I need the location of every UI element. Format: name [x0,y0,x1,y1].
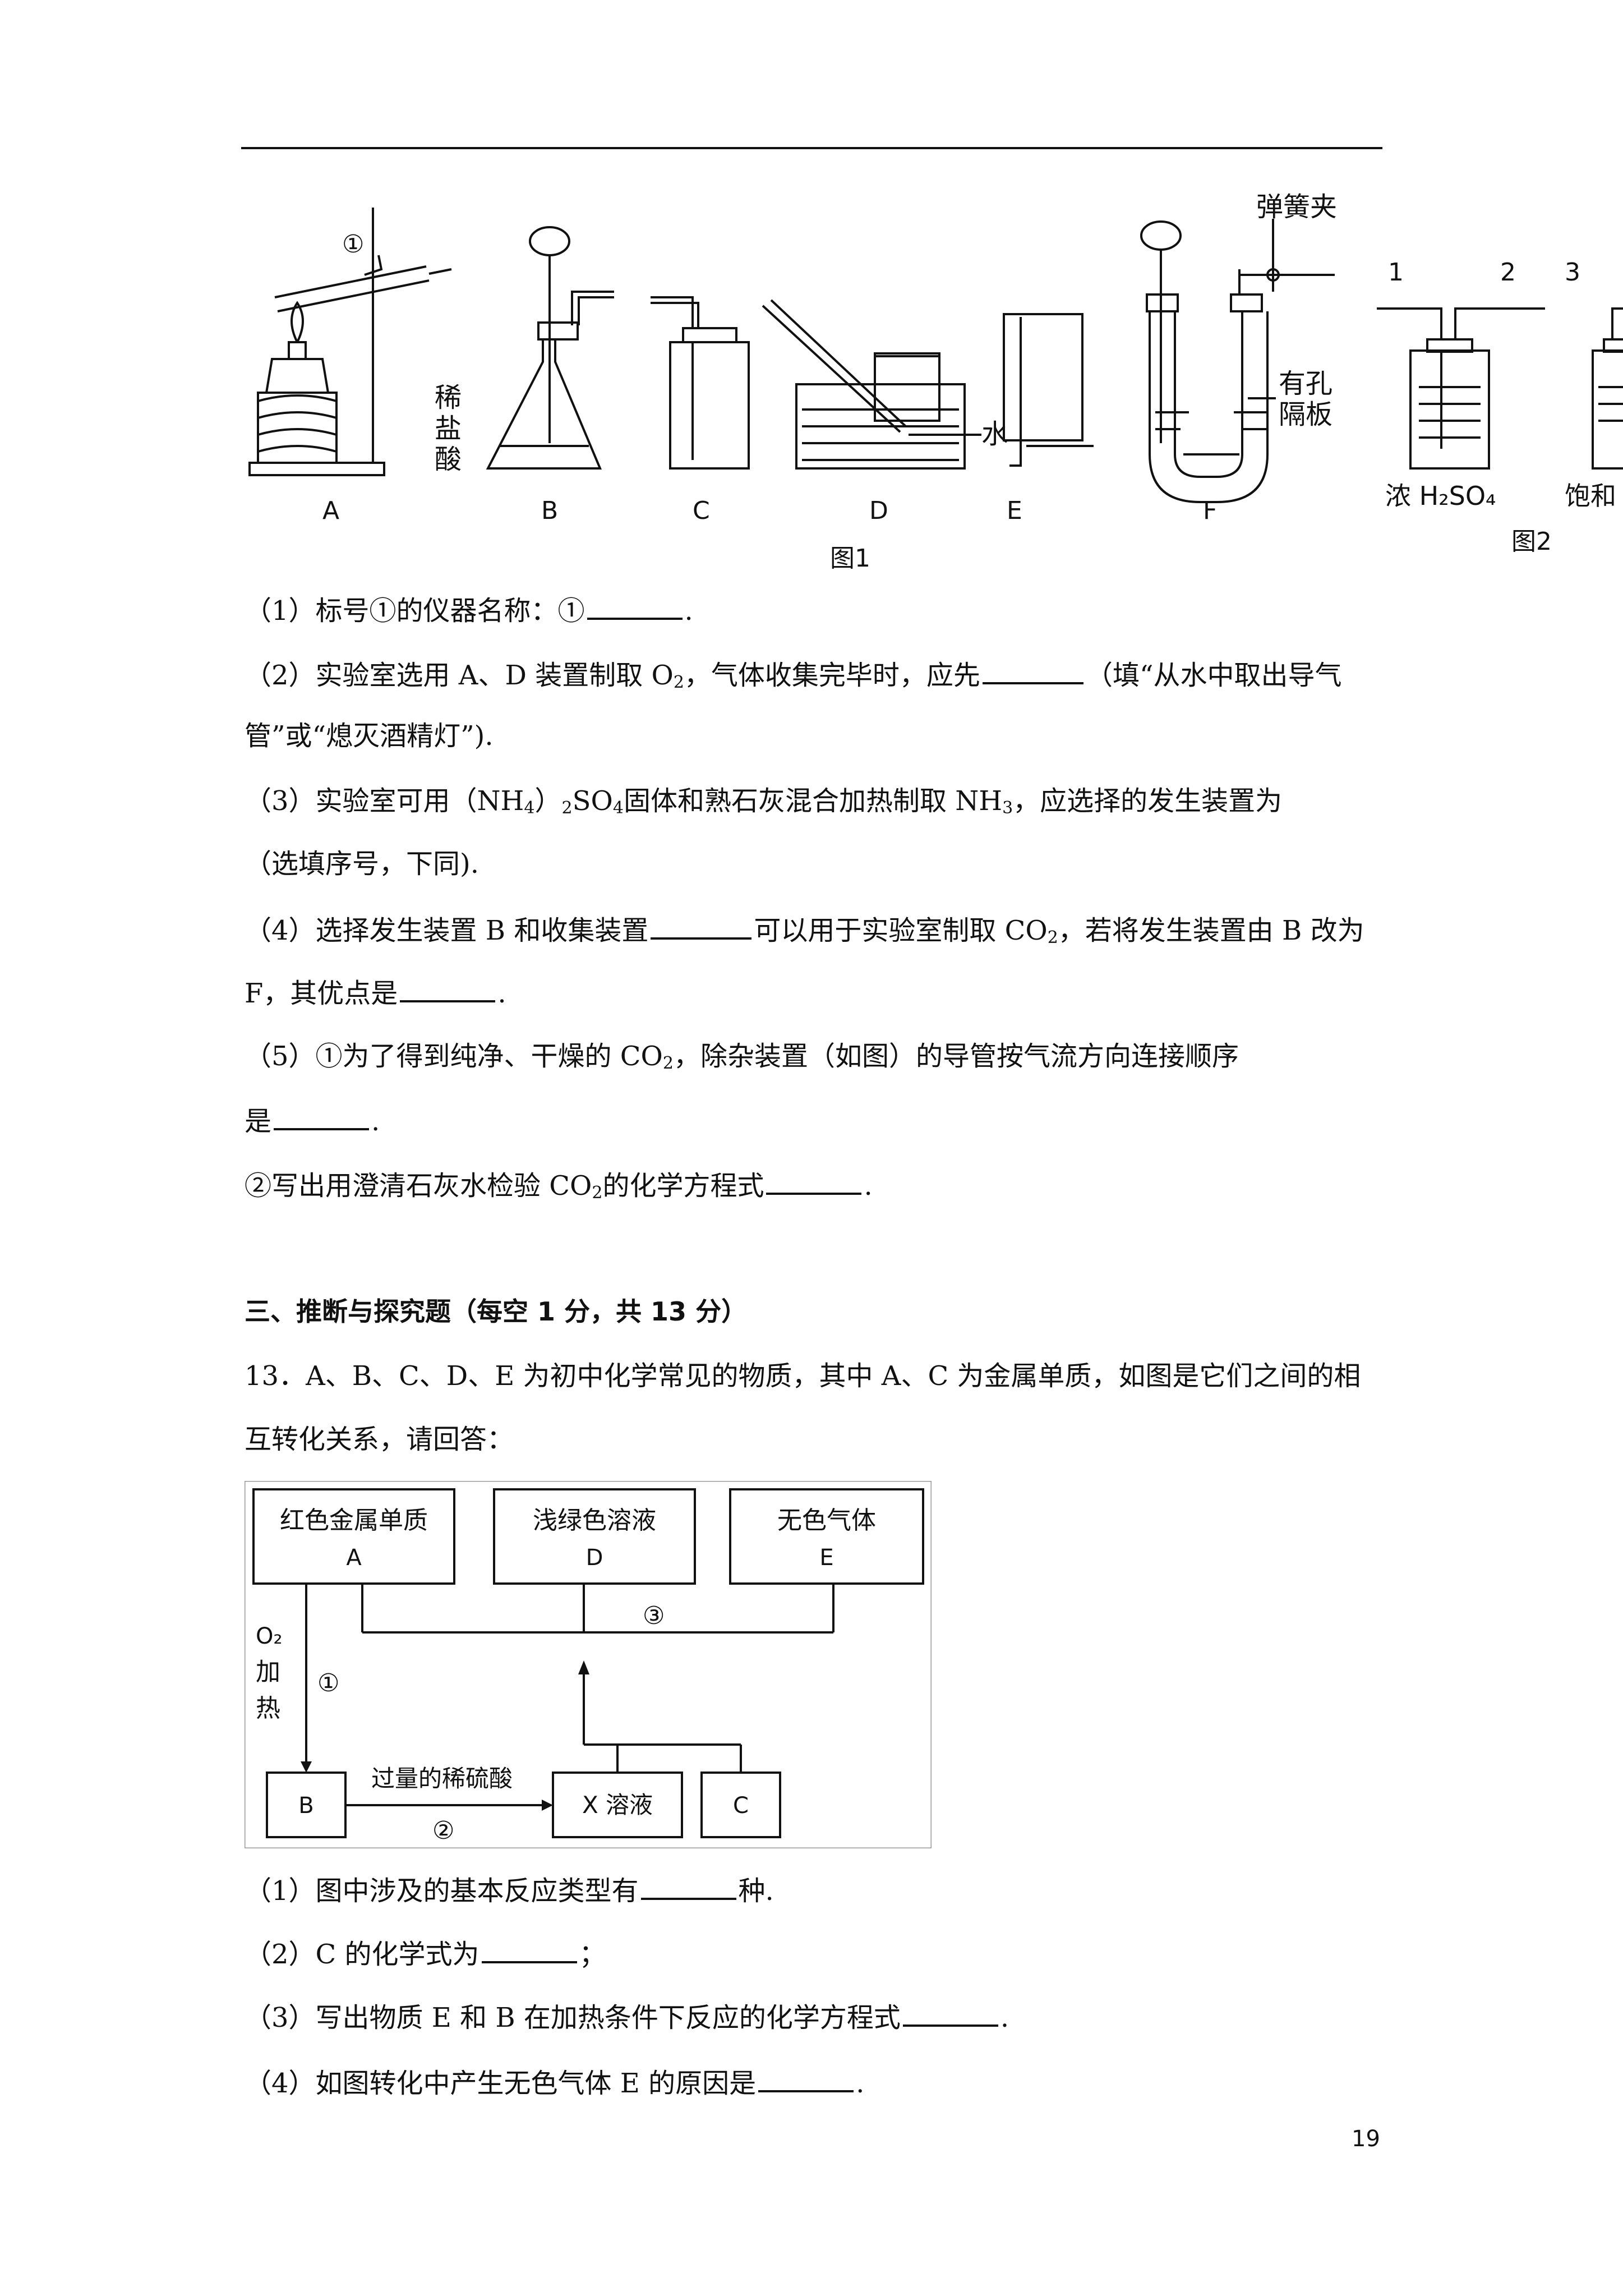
box-d-line2: D [586,1545,603,1571]
q12-part1: （1）标号①的仪器名称：①. [245,592,1383,628]
page-number: 19 [1352,2126,1380,2152]
answer-blank[interactable] [481,1935,577,1963]
answer-blank[interactable] [982,656,1083,684]
step-2: ② [432,1816,454,1845]
cond-o2: O₂ [256,1623,283,1649]
q12-part2-line1: （2）实验室选用 A、D 装置制取 O2，气体收集完毕时，应先（填“从水中取出导… [245,656,1383,700]
q13-part2: （2）C 的化学式为； [245,1935,1383,1971]
q12-part4-line2: F，其优点是. [245,974,1383,1010]
apparatus-e [1003,313,1094,467]
q13-line2: 互转化关系，请回答： [245,1424,514,1455]
acid-label-3: 酸 [435,444,462,475]
plate-label-2: 隔板 [1279,399,1332,430]
apparatus-figure: ① 稀 盐 酸 水 弹簧夹 有孔 隔板 A B C D E F 图1 1 2 3… [248,191,1623,573]
acid-label: 过量的稀硫酸 [371,1765,513,1792]
q13-part3: （3）写出物质 E 和 B 在加热条件下反应的化学方程式. [245,1999,1383,2035]
section-heading: 三、推断与探究题（每空 1 分，共 13 分） [245,1296,748,1327]
box-a [252,1488,455,1585]
q12-part5b: ②写出用澄清石灰水检验 CO2的化学方程式. [245,1167,1383,1210]
answer-blank[interactable] [902,1999,998,2027]
acid-label-1: 稀 [435,382,462,413]
answer-blank[interactable] [766,1167,862,1195]
wash-bottle-2 [1592,307,1623,470]
plate-label-1: 有孔 [1279,368,1332,399]
label-f: F [1203,496,1217,525]
q12-part2-line2: 管”或“熄灭酒精灯”). [245,720,494,752]
box-x-label: X 溶液 [582,1791,653,1819]
answer-blank[interactable] [651,912,752,940]
port-3: 3 [1565,258,1580,287]
apparatus-c [651,296,750,470]
box-b-label: B [298,1793,313,1819]
bottle-1-label: 浓 H₂SO₄ [1385,481,1496,511]
q13-part4: （4）如图转化中产生无色气体 E 的原因是. [245,2064,1383,2100]
figure1-caption: 图1 [830,544,870,573]
port-1: 1 [1388,258,1404,287]
q12-part4-line1: （4）选择发生装置 B 和收集装置可以用于实验室制取 CO2，若将发生装置由 B… [245,912,1383,955]
label-e: E [1007,496,1022,525]
step-1: ① [317,1669,339,1697]
label-b: B [541,496,558,525]
answer-blank[interactable] [400,974,496,1002]
q12-part5-line1: （5）①为了得到纯净、干燥的 CO2，除杂装置（如图）的导管按气流方向连接顺序 [245,1041,1239,1073]
box-d [493,1488,696,1585]
answer-blank[interactable] [758,2064,854,2092]
cond-heat-2: 热 [256,1694,280,1723]
marker-1: ① [342,230,364,259]
label-a: A [322,496,339,525]
q12-part3-line1: （3）实验室可用（NH4）2SO4固体和熟石灰混合加热制取 NH3，应选择的发生… [245,785,1283,818]
box-e-line2: E [819,1545,833,1571]
q12-part3-line2: （选填序号，下同). [245,848,479,880]
q13-part1: （1）图中涉及的基本反应类型有种. [245,1872,1383,1908]
apparatus-a [248,208,452,476]
acid-label-2: 盐 [435,413,462,444]
answer-blank[interactable] [587,592,683,620]
step-3: ③ [643,1602,665,1630]
wash-bottle-1 [1377,307,1545,470]
header-rule [241,147,1382,149]
box-c-label: C [733,1793,749,1819]
box-e-line1: 无色气体 [777,1506,876,1535]
apparatus-b [486,226,614,470]
apparatus-d [762,299,981,470]
answer-blank[interactable] [274,1102,370,1130]
box-e [729,1488,924,1585]
box-a-line2: A [346,1545,362,1571]
bottle-2-label: 饱和 [1565,481,1616,511]
clip-label: 弹簧夹 [1256,191,1337,223]
apparatus-f [1140,219,1335,503]
box-a-line1: 红色金属单质 [280,1506,428,1535]
q13-line1: 13．A、B、C、D、E 为初中化学常见的物质，其中 A、C 为金属单质，如图是… [245,1360,1361,1392]
box-d-line1: 浅绿色溶液 [533,1506,656,1535]
cond-heat-1: 加 [256,1658,280,1686]
port-2: 2 [1500,258,1516,287]
figure2-caption: 图2 [1511,527,1552,556]
label-d: D [869,496,888,525]
q12-part5-line2: 是. [245,1102,1383,1138]
answer-blank[interactable] [640,1872,736,1900]
label-c: C [693,496,710,525]
water-label: 水 [981,418,1008,450]
reaction-flow-diagram: 红色金属单质 A 浅绿色溶液 D 无色气体 E B X 溶液 C O₂ 加 热 … [245,1481,932,1848]
